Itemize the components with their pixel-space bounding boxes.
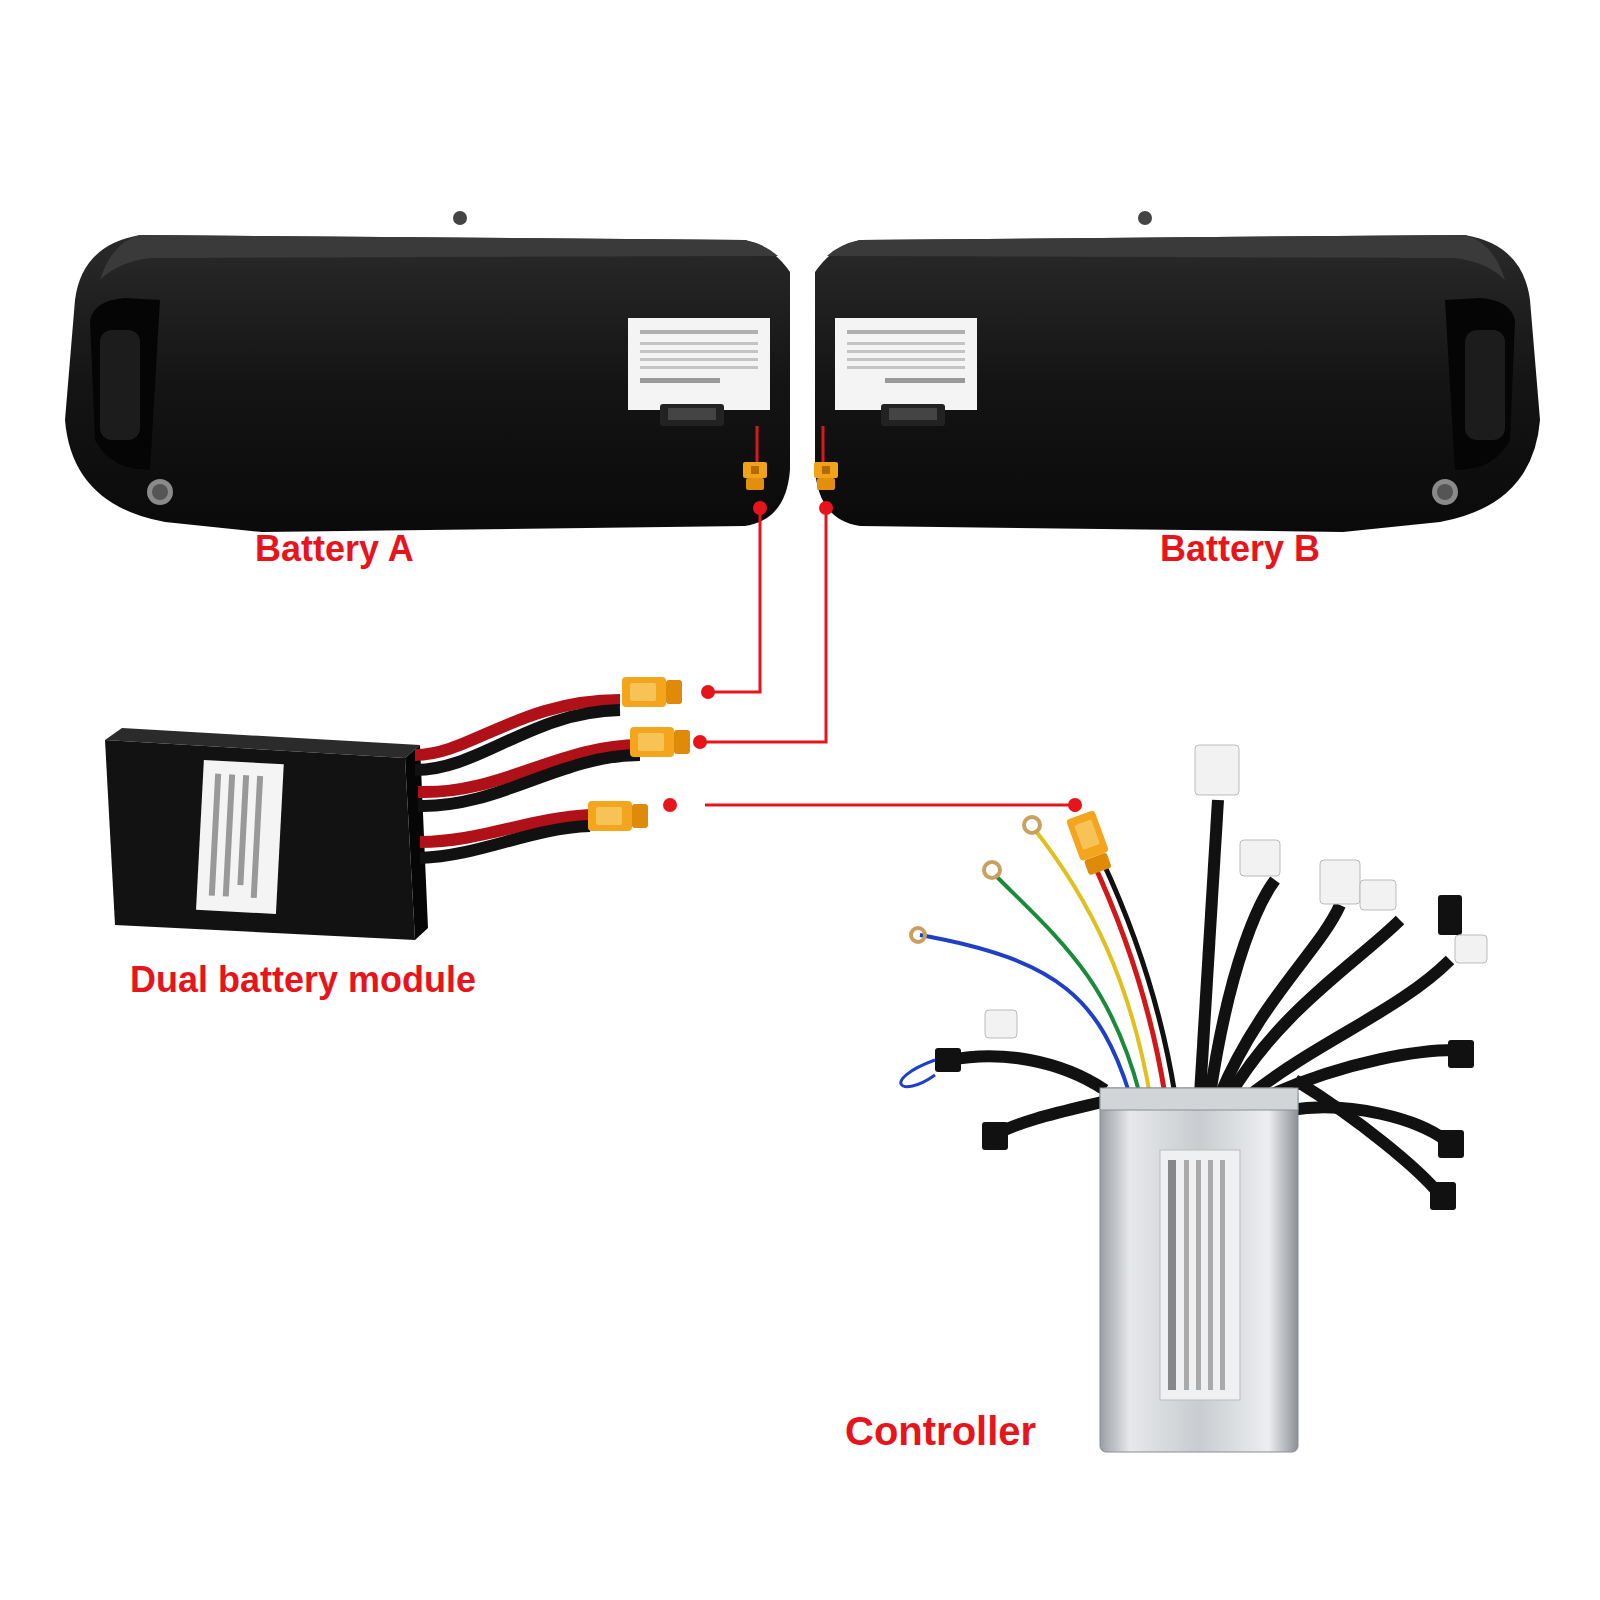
component: Dual battery module bbox=[100, 680, 705, 1010]
battery-a-illustration bbox=[65, 211, 790, 532]
component-label: Controller bbox=[845, 1407, 1036, 1455]
connection-dot bbox=[819, 501, 833, 515]
dual-battery-module-illustration bbox=[105, 677, 690, 940]
component-label: Dual battery module bbox=[130, 958, 476, 1001]
wire-line bbox=[705, 508, 826, 742]
wire-connector bbox=[701, 501, 767, 699]
component-label: Battery A bbox=[255, 527, 414, 570]
wire-connector bbox=[693, 501, 833, 749]
battery-b-illustration bbox=[815, 211, 1540, 532]
connection-dot bbox=[753, 501, 767, 515]
connection-dot bbox=[663, 798, 677, 812]
component: Battery B bbox=[826, 175, 1540, 580]
controller-illustration bbox=[901, 745, 1487, 1452]
component-label: Battery B bbox=[1160, 527, 1320, 570]
wire-connector bbox=[663, 798, 1082, 812]
connection-dot bbox=[693, 735, 707, 749]
connection-dot bbox=[1068, 798, 1082, 812]
component: Battery A bbox=[60, 175, 760, 580]
component: Controller bbox=[845, 812, 1500, 1460]
xt30-plug bbox=[814, 462, 838, 490]
wire-line bbox=[705, 805, 1075, 812]
xt30-plug bbox=[743, 462, 767, 490]
connection-dot bbox=[701, 685, 715, 699]
wire-line bbox=[705, 508, 760, 692]
